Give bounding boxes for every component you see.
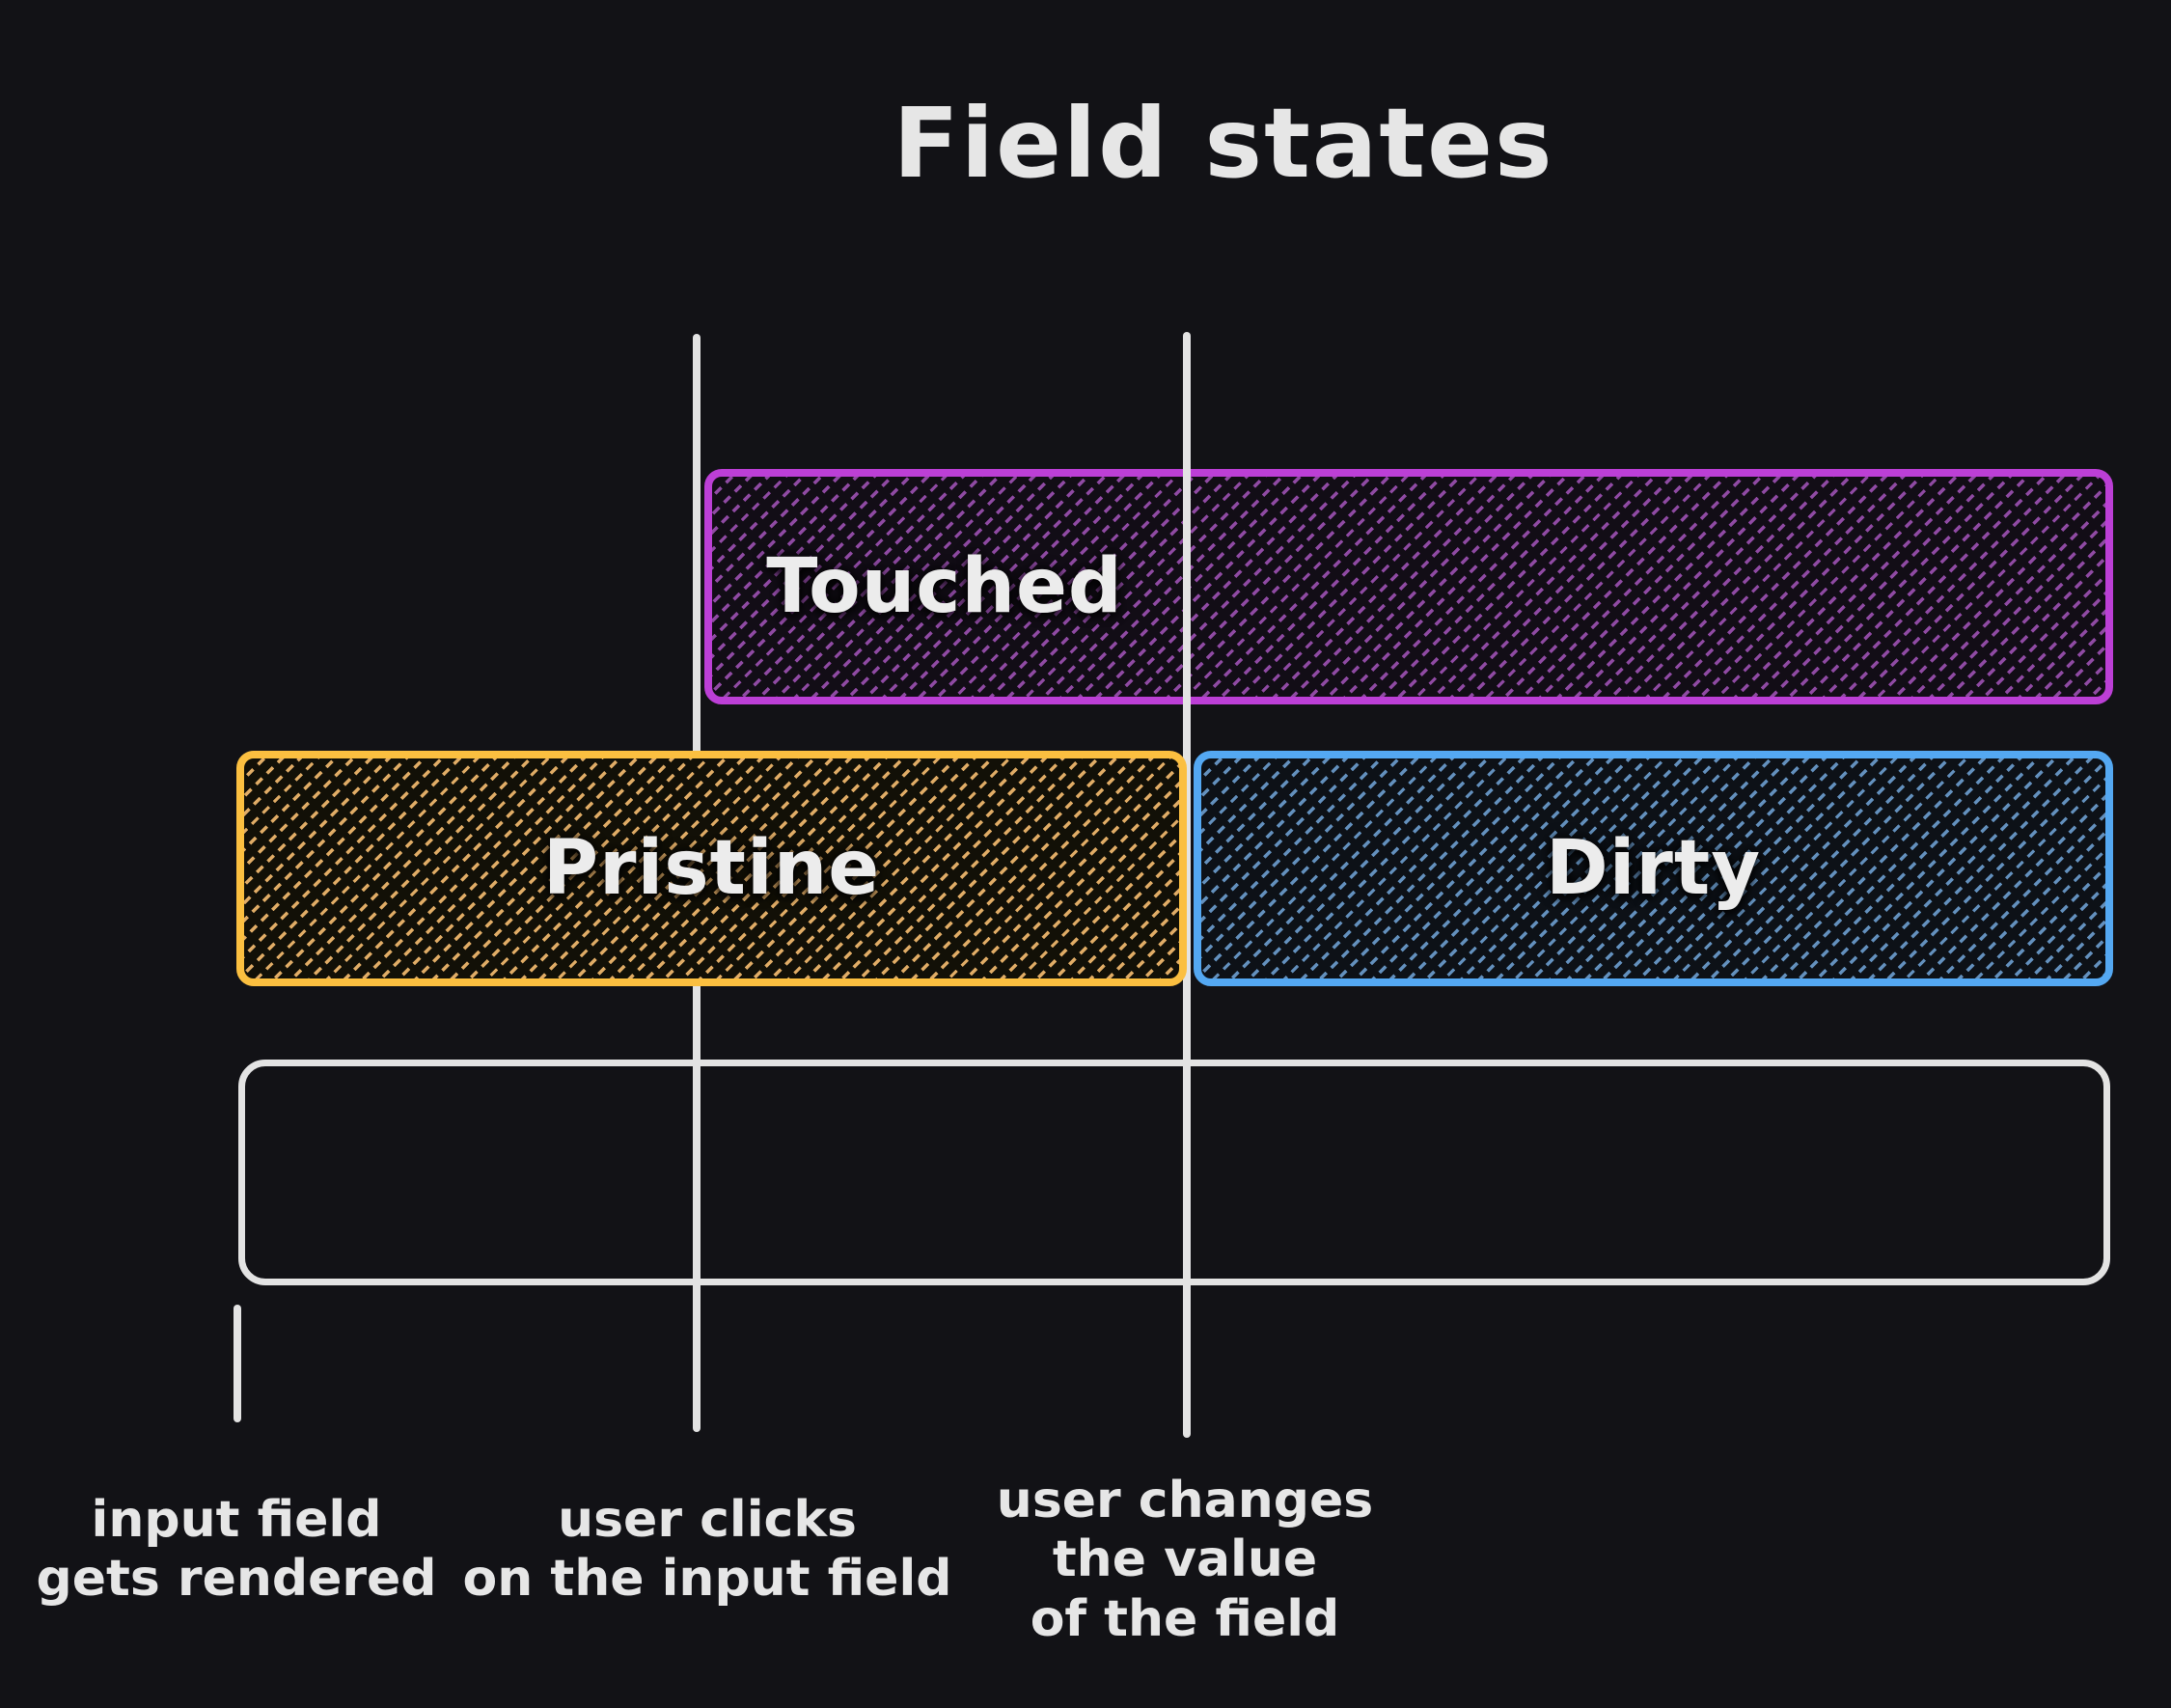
diagram-title: Field states [893,87,1554,200]
dirty-state-bar: Dirty [1194,751,2113,986]
timeline-line-value-changed [1183,332,1191,1438]
empty-state-box [238,1060,2110,1285]
touched-bar-label: Touched [766,543,1123,630]
dirty-bar-label: Dirty [1545,825,1762,912]
event-label-user-changes-value: user changes the value of the field [996,1472,1374,1648]
touched-state-bar: Touched [704,469,2113,704]
pristine-state-bar: Pristine [236,751,1187,986]
event-label-user-clicks: user clicks on the input field [462,1491,952,1609]
pristine-bar-label: Pristine [542,825,881,912]
timeline-tick-rendered [234,1305,241,1422]
event-label-input-rendered: input field gets rendered [36,1491,437,1609]
